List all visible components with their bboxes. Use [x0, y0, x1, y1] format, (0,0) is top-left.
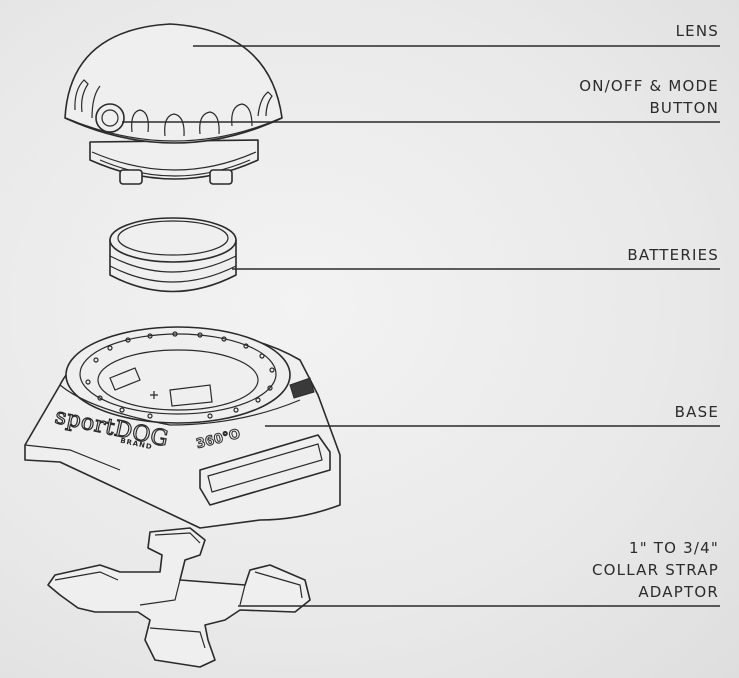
button-label: ON/OFF & MODE BUTTON	[579, 75, 719, 119]
adaptor-label-line3: ADAPTOR	[638, 583, 719, 601]
lens-label: LENS	[676, 20, 719, 42]
adaptor-label-line2: COLLAR STRAP	[592, 561, 719, 579]
base-label-text: BASE	[674, 403, 719, 421]
adaptor-part	[47, 527, 311, 668]
base-label: BASE	[675, 401, 719, 423]
lens-part	[64, 23, 283, 185]
base-part	[24, 326, 341, 529]
button-label-line2: BUTTON	[649, 99, 719, 117]
leader-lines	[122, 45, 720, 607]
batteries-label: BATTERIES	[627, 244, 719, 266]
batteries-part	[109, 217, 237, 293]
button-label-line1: ON/OFF & MODE	[579, 77, 719, 95]
batteries-label-text: BATTERIES	[627, 246, 719, 264]
adaptor-label-line1: 1" TO 3/4"	[629, 539, 719, 557]
adaptor-label: 1" TO 3/4" COLLAR STRAP ADAPTOR	[592, 537, 719, 603]
lens-label-text: LENS	[675, 22, 719, 40]
